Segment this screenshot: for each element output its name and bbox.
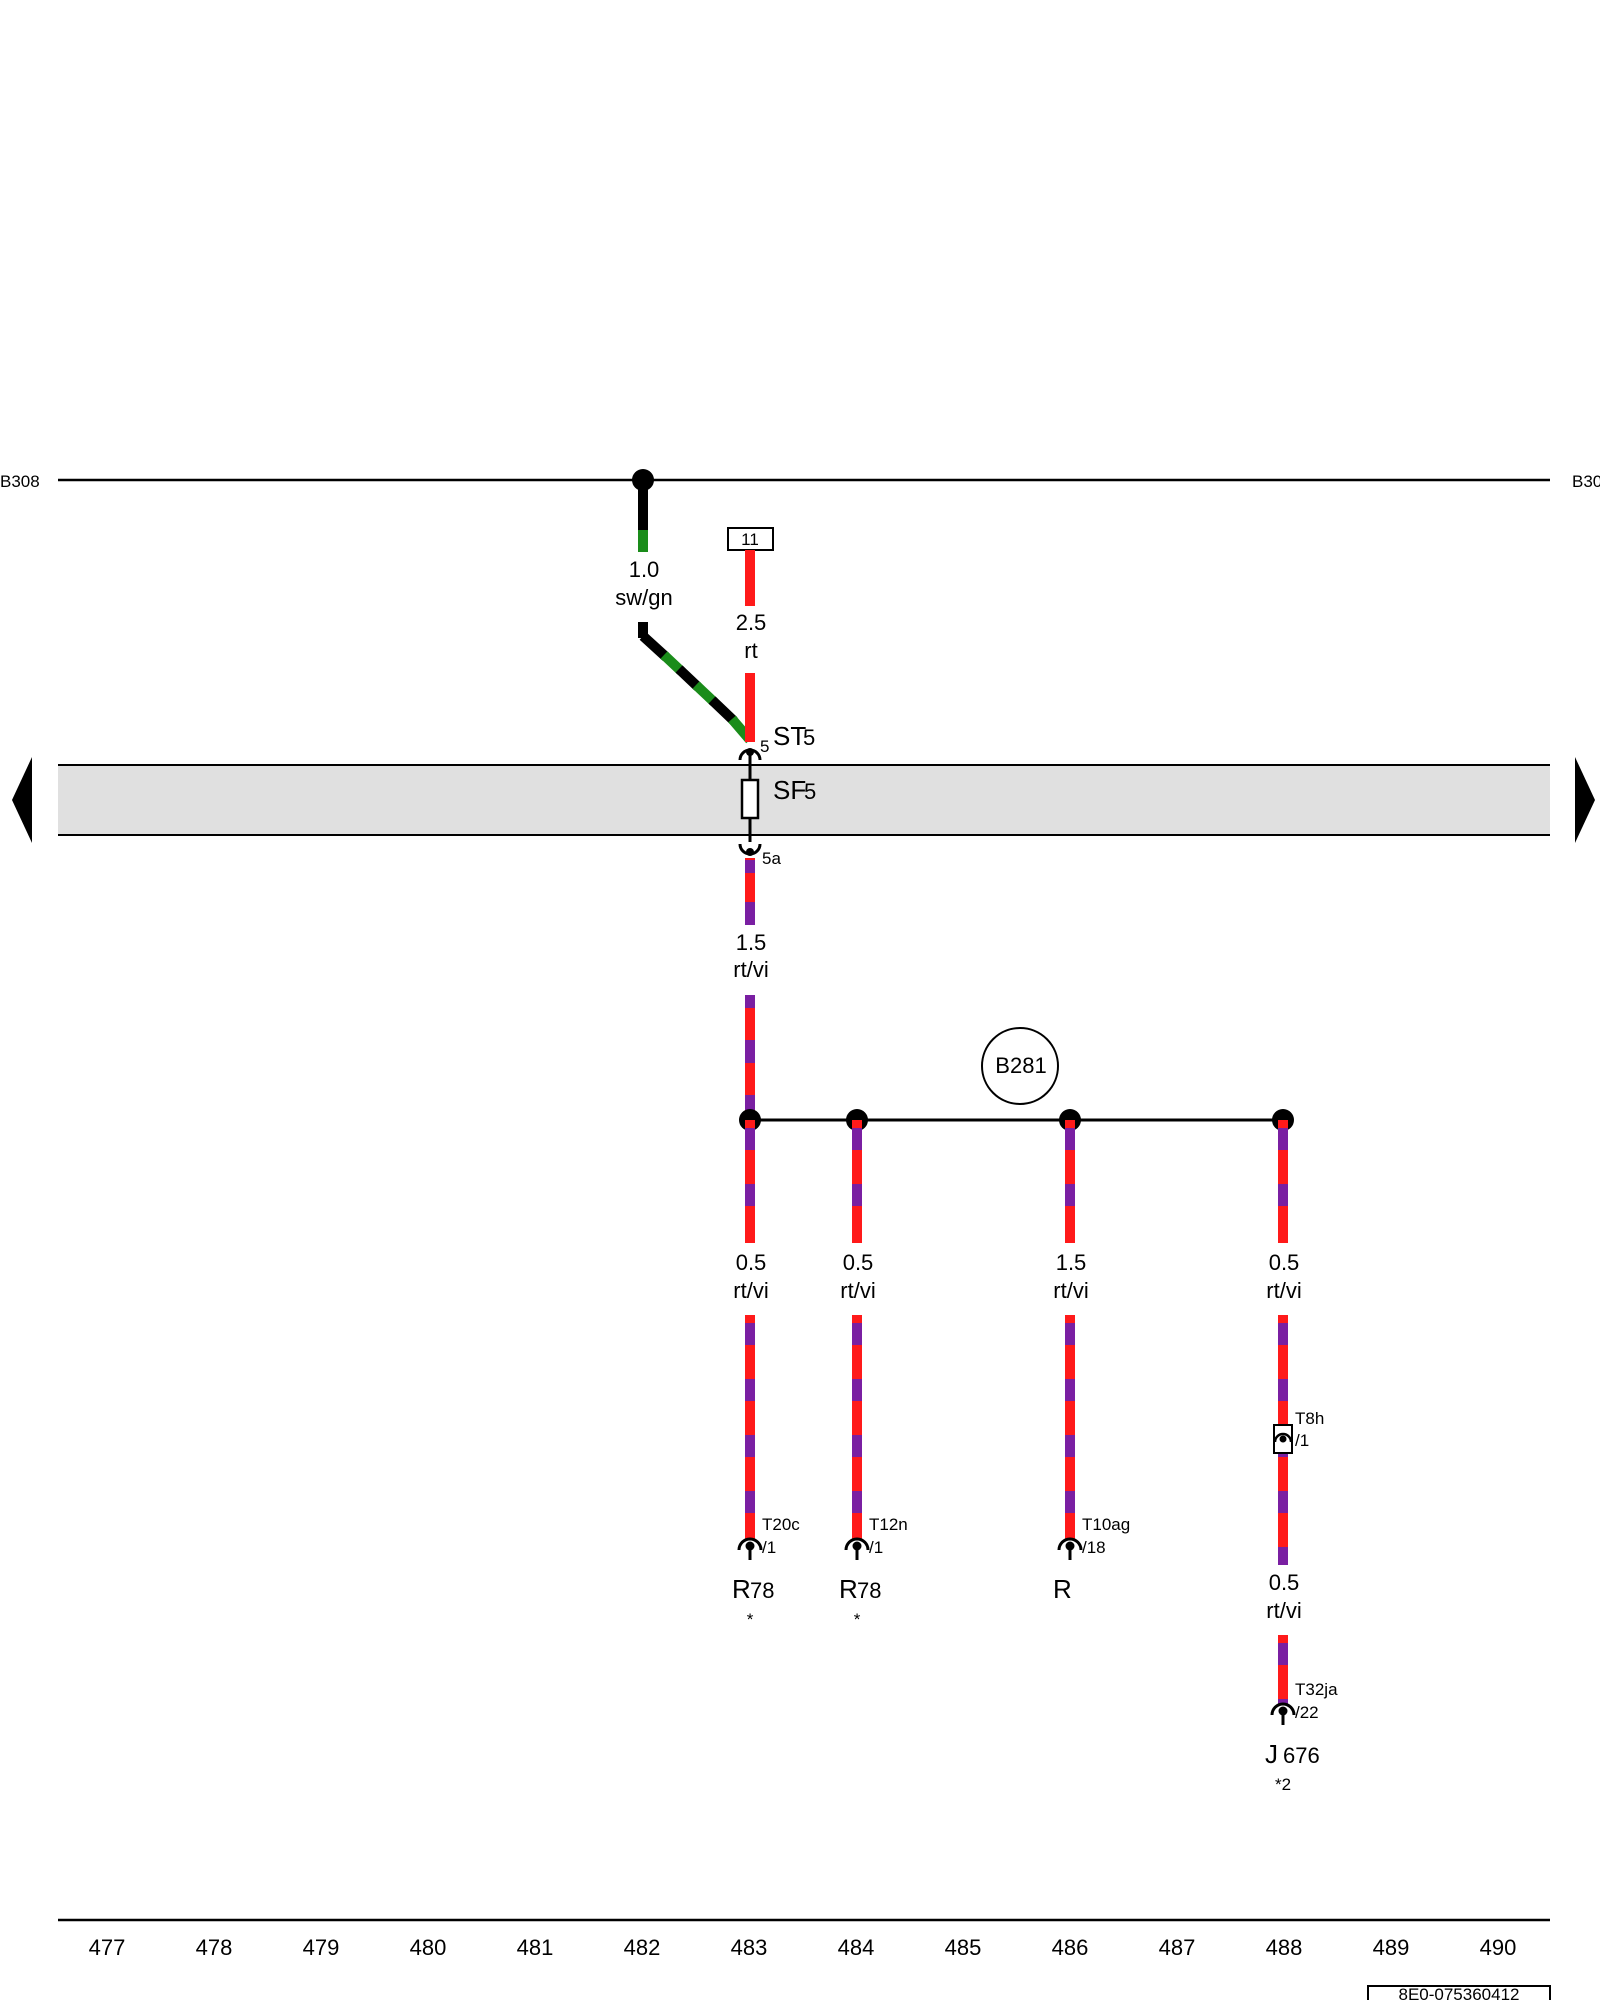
inline-connector-icon bbox=[1273, 1424, 1293, 1454]
branch-connector-name: T32ja bbox=[1295, 1680, 1338, 1699]
branch-component-name: R bbox=[839, 1574, 858, 1604]
doc-id: 8E0-075360412 bbox=[1398, 1985, 1519, 2000]
feed-wire-size: 1.0 bbox=[629, 557, 660, 582]
scale-label: 486 bbox=[1052, 1935, 1089, 1960]
branch-component-name: J bbox=[1265, 1739, 1278, 1769]
branch-component-note: *2 bbox=[1275, 1775, 1291, 1794]
branch-wire-color: rt/vi bbox=[840, 1278, 875, 1303]
supply-wire-color: rt bbox=[744, 638, 757, 663]
fuse-name: SF bbox=[773, 775, 806, 805]
terminal-st5 bbox=[738, 748, 762, 766]
scale-label: 490 bbox=[1480, 1935, 1517, 1960]
branch-connector-pin: /18 bbox=[1082, 1538, 1106, 1557]
supply-box-label: 11 bbox=[741, 530, 759, 549]
branch-connector-pin: /1 bbox=[869, 1538, 883, 1557]
scale: 477 478 479 480 481 482 483 484 485 486 487 488 489 4… bbox=[89, 1935, 1517, 1960]
branch-component-name: R bbox=[1053, 1574, 1072, 1604]
branch-component-sub: 676 bbox=[1283, 1743, 1320, 1768]
branch-connector-icon bbox=[1270, 1702, 1296, 1725]
branch-wire-size: 1.5 bbox=[1056, 1250, 1087, 1275]
main-wire-size: 1.5 bbox=[736, 930, 767, 955]
inline-connector-pin: /1 bbox=[1295, 1431, 1309, 1450]
branch-connector-name: T12n bbox=[869, 1515, 908, 1534]
feed-wire-color: sw/gn bbox=[615, 585, 672, 610]
scale-label: 481 bbox=[517, 1935, 554, 1960]
scale-label: 483 bbox=[731, 1935, 768, 1960]
branch-connector-pin: /1 bbox=[762, 1538, 776, 1557]
scale-label: 478 bbox=[196, 1935, 233, 1960]
branch-connector-name: T20c bbox=[762, 1515, 800, 1534]
right-arrow-icon[interactable] bbox=[1575, 757, 1595, 843]
branch-connector-pin: /22 bbox=[1295, 1703, 1319, 1722]
branch-component-note: * bbox=[747, 1610, 754, 1629]
branch-connector-name: T10ag bbox=[1082, 1515, 1130, 1534]
inline-connector-name: T8h bbox=[1295, 1409, 1324, 1428]
doc-id-box bbox=[1367, 1985, 1551, 2000]
branch-connector-icon bbox=[844, 1537, 870, 1560]
scale-label: 488 bbox=[1266, 1935, 1303, 1960]
left-arrow-icon[interactable] bbox=[12, 757, 32, 843]
scale-label: 487 bbox=[1159, 1935, 1196, 1960]
scale-label: 489 bbox=[1373, 1935, 1410, 1960]
scale-label: 484 bbox=[838, 1935, 875, 1960]
splice-circle bbox=[981, 1027, 1059, 1105]
branch-wire-size: 0.5 bbox=[843, 1250, 874, 1275]
scale-label: 479 bbox=[303, 1935, 340, 1960]
branch-component-sub: 78 bbox=[750, 1578, 774, 1603]
scale-label: 480 bbox=[410, 1935, 447, 1960]
branch-wire-size: 0.5 bbox=[1269, 1250, 1300, 1275]
branch-component-name: R bbox=[732, 1574, 751, 1604]
scale-label: 485 bbox=[945, 1935, 982, 1960]
branch-wire-second-size: 0.5 bbox=[1269, 1570, 1300, 1595]
branch-component-note: * bbox=[854, 1610, 861, 1629]
branch-wire-color: rt/vi bbox=[733, 1278, 768, 1303]
branch-wire-color: rt/vi bbox=[1266, 1278, 1301, 1303]
scale-label: 482 bbox=[624, 1935, 661, 1960]
branch-wire-second-color: rt/vi bbox=[1266, 1598, 1301, 1623]
bus-left-label: B308 bbox=[0, 472, 40, 491]
branch-component-sub: 78 bbox=[857, 1578, 881, 1603]
terminal-in-pin: 5 bbox=[760, 737, 769, 756]
terminal-name: ST bbox=[773, 721, 806, 751]
fuse-sf5-icon bbox=[740, 778, 760, 820]
bus-right-label: B30 bbox=[1572, 472, 1600, 491]
scale-label: 477 bbox=[89, 1935, 126, 1960]
branch-wire-size: 0.5 bbox=[736, 1250, 767, 1275]
terminal-out-pin: 5a bbox=[762, 849, 781, 868]
branch-connector-icon bbox=[737, 1537, 763, 1560]
terminal-5a bbox=[738, 843, 762, 856]
fuse-sub: 5 bbox=[804, 779, 816, 804]
supply-wire-size: 2.5 bbox=[736, 610, 767, 635]
main-wire-color: rt/vi bbox=[733, 957, 768, 982]
feed-wire bbox=[638, 480, 754, 744]
terminal-sub: 5 bbox=[803, 725, 815, 750]
branch-wire-color: rt/vi bbox=[1053, 1278, 1088, 1303]
splice-label: B281 bbox=[995, 1053, 1046, 1078]
fuse-band bbox=[58, 765, 1550, 835]
branch-connector-icon bbox=[1057, 1537, 1083, 1560]
